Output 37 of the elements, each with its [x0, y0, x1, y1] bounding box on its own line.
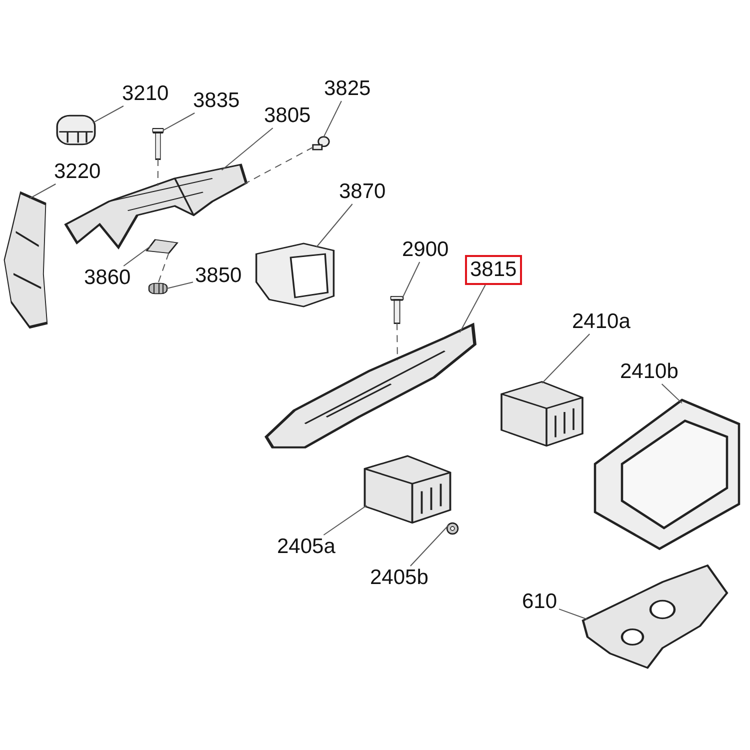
callout-number: 3210: [120, 82, 171, 106]
callout-number: 3220: [52, 160, 103, 184]
leader-line: [92, 106, 124, 124]
callout-number: 3835: [191, 89, 242, 113]
leader-line: [221, 128, 274, 171]
leader-line: [166, 282, 194, 289]
callout-number: 3870: [337, 180, 388, 204]
callout-number: 2410b: [618, 360, 680, 384]
callout-number: 2410a: [570, 310, 632, 334]
leader-line: [323, 505, 368, 536]
screw-drawing: [312, 136, 330, 152]
callout-number: 3860: [82, 266, 133, 290]
assembly-line: [158, 252, 170, 284]
connector-drawing: [55, 112, 97, 148]
screw-drawing: [390, 296, 404, 324]
highlighted-callout-number: 3815: [465, 255, 522, 285]
assembly-line: [157, 158, 158, 186]
spring-drawing: [148, 282, 168, 295]
leader-line: [29, 184, 56, 199]
leader-line: [162, 112, 196, 132]
nut-drawing: [446, 522, 459, 535]
screw-drawing: [152, 128, 164, 160]
callout-number: 610: [520, 590, 560, 614]
panel-drawing: [2, 190, 48, 330]
callout-number: 2405a: [275, 535, 338, 559]
callout-number: 2900: [400, 238, 451, 262]
leader-line: [542, 334, 590, 384]
leader-line: [661, 384, 682, 404]
leader-line: [402, 262, 420, 299]
leader-line: [558, 608, 588, 620]
leader-line: [316, 204, 353, 248]
callout-number: 3850: [193, 264, 244, 288]
callout-number: 3825: [322, 77, 373, 101]
callout-number: 3805: [262, 104, 313, 128]
leader-line: [323, 100, 342, 138]
callout-number: 2405b: [368, 566, 430, 590]
clip-drawing: [145, 238, 179, 254]
